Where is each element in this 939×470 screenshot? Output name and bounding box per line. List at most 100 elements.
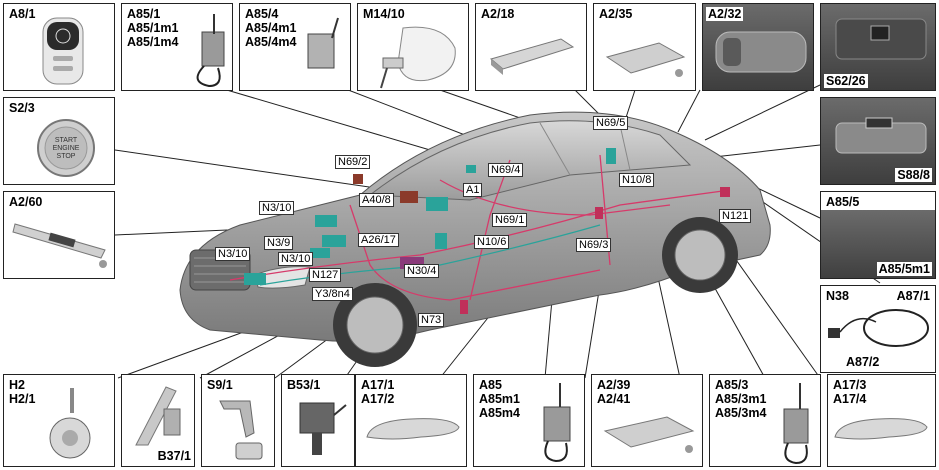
pedal-sensor-icon xyxy=(299,402,347,455)
start-stop-button-icon xyxy=(37,119,95,177)
callout-y3-8n4: Y3/8n4 xyxy=(312,287,353,301)
box-label-1: A2/39 xyxy=(597,378,631,392)
door-lock-actuator-icon xyxy=(307,17,339,69)
box-label-1: A17/1 xyxy=(361,378,395,392)
box-label: A2/35 xyxy=(599,7,633,21)
box-label: A8/1 xyxy=(9,7,36,21)
box-label: B37/1 xyxy=(157,449,191,463)
box-label: S62/26 xyxy=(824,74,868,88)
box-label-2: A85/1m1 xyxy=(127,21,179,35)
box-label-1: H2 xyxy=(9,378,25,392)
box-label-left: N38 xyxy=(826,289,849,303)
key-fob-icon xyxy=(42,17,84,85)
callout-a26-17: A26/17 xyxy=(358,233,399,247)
callout-n69-1: N69/1 xyxy=(492,213,528,227)
callout-n69-4: N69/4 xyxy=(488,163,524,177)
box-label-1: A17/3 xyxy=(833,378,867,392)
box-s9-1: S9/1 xyxy=(201,374,275,467)
rear-window-antenna-icon xyxy=(715,31,807,73)
box-a85-1: A85/1 A85/1m1 A85/1m4 xyxy=(121,3,233,91)
box-a17-3: A17/3 A17/4 xyxy=(827,374,936,467)
box-a85-5: A85/5 A85/5m1 xyxy=(820,191,936,279)
box-label: S9/1 xyxy=(207,378,233,392)
start-stop-text: START ENGINE STOP xyxy=(34,137,98,161)
callout-n69-3: N69/3 xyxy=(576,238,612,252)
callout-n69-5: N69/5 xyxy=(593,116,629,130)
box-label-2: A17/2 xyxy=(361,392,395,406)
box-label-bottom: A87/2 xyxy=(846,355,880,369)
start-text: START xyxy=(54,137,78,144)
box-label-2: A2/41 xyxy=(597,392,631,406)
callout-n73: N73 xyxy=(418,313,445,327)
trunk-handle-switch-icon xyxy=(835,117,927,154)
box-b37-1: B37/1 xyxy=(121,374,195,467)
trunk-switch-icon xyxy=(835,18,927,60)
callout-n69-2: N69/2 xyxy=(335,155,371,169)
box-label-1: A85/1 xyxy=(127,7,161,21)
door-lock-actuator-icon xyxy=(783,383,809,465)
box-a2-32: A2/32 xyxy=(702,3,814,91)
box-label-right: A87/1 xyxy=(896,289,930,303)
box-label: A2/18 xyxy=(481,7,515,21)
box-label-2: A17/4 xyxy=(833,392,867,406)
box-m14-10: M14/10 xyxy=(357,3,469,91)
box-s62-26: S62/26 xyxy=(820,3,936,91)
box-label-2: A85/4m1 xyxy=(245,21,297,35)
box-label-1: A85/4 xyxy=(245,7,279,21)
box-label-2: A85m1 xyxy=(479,392,520,406)
box-label-3: A85/1m4 xyxy=(127,35,179,49)
box-a85-3: A85/3 A85/3m1 A85/3m4 xyxy=(709,374,821,467)
box-label: B53/1 xyxy=(287,378,321,392)
box-h2: H2 H2/1 xyxy=(3,374,115,467)
callout-n3-10-c: N3/10 xyxy=(278,252,314,266)
accelerator-pedal-icon xyxy=(135,386,181,446)
callout-n10-8: N10/8 xyxy=(619,173,655,187)
box-a17-1: A17/1 A17/2 xyxy=(355,374,467,467)
callout-a1: A1 xyxy=(463,183,483,197)
box-label: A2/32 xyxy=(706,7,744,21)
callout-n10-6: N10/6 xyxy=(474,235,510,249)
box-label-3: A85/3m4 xyxy=(715,406,767,420)
callout-n3-9: N3/9 xyxy=(264,236,294,250)
box-label-1: A85/3 xyxy=(715,378,749,392)
callout-n3-10-b: N3/10 xyxy=(215,247,251,261)
door-handle-icon xyxy=(834,418,928,440)
box-s88-8: S88/8 xyxy=(820,97,936,185)
box-a8-1: A8/1 xyxy=(3,3,115,91)
box-label: A2/60 xyxy=(9,195,43,209)
brake-pedal-icon xyxy=(219,400,263,460)
box-label-2: H2/1 xyxy=(9,392,36,406)
box-s2-3: S2/3 START ENGINE STOP xyxy=(3,97,115,185)
antenna-bracket-icon xyxy=(605,42,686,77)
fuel-flap-icon xyxy=(380,26,456,89)
callout-a40-8: A40/8 xyxy=(359,193,394,207)
box-label-2: A85/3m1 xyxy=(715,392,767,406)
box-a85: A85 A85m1 A85m4 xyxy=(473,374,585,467)
box-label: S88/8 xyxy=(895,168,932,182)
box-label-1: A85 xyxy=(479,378,502,392)
box-label-3: A85m4 xyxy=(479,406,520,420)
engine-text: ENGINE xyxy=(52,145,80,152)
door-lock-actuator-icon xyxy=(543,383,571,463)
callout-n30-4: N30/4 xyxy=(404,264,440,278)
door-lock-actuator-icon xyxy=(196,14,225,88)
box-label-3: A85/4m4 xyxy=(245,35,297,49)
box-a2-35: A2/35 xyxy=(593,3,696,91)
antenna-bracket-icon xyxy=(603,416,695,453)
box-a2-60: A2/60 xyxy=(3,191,115,279)
callout-n121: N121 xyxy=(719,209,752,223)
box-label: A85/5 xyxy=(826,195,860,209)
callout-n127: N127 xyxy=(309,268,342,282)
box-label: S2/3 xyxy=(9,101,35,115)
callout-n3-10-a: N3/10 xyxy=(259,201,295,215)
box-a85-4: A85/4 A85/4m1 A85/4m4 xyxy=(239,3,351,91)
vehicle-illustration xyxy=(179,111,771,367)
box-n38: N38 A87/1 A87/2 xyxy=(820,285,936,373)
box-a2-39: A2/39 A2/41 xyxy=(591,374,703,467)
box-a2-18: A2/18 xyxy=(475,3,587,91)
antenna-cable-icon xyxy=(828,309,929,347)
box-sublabel: A85/5m1 xyxy=(876,262,932,276)
horn-icon xyxy=(49,388,91,459)
box-label: M14/10 xyxy=(363,7,405,21)
door-handle-icon xyxy=(366,418,460,440)
